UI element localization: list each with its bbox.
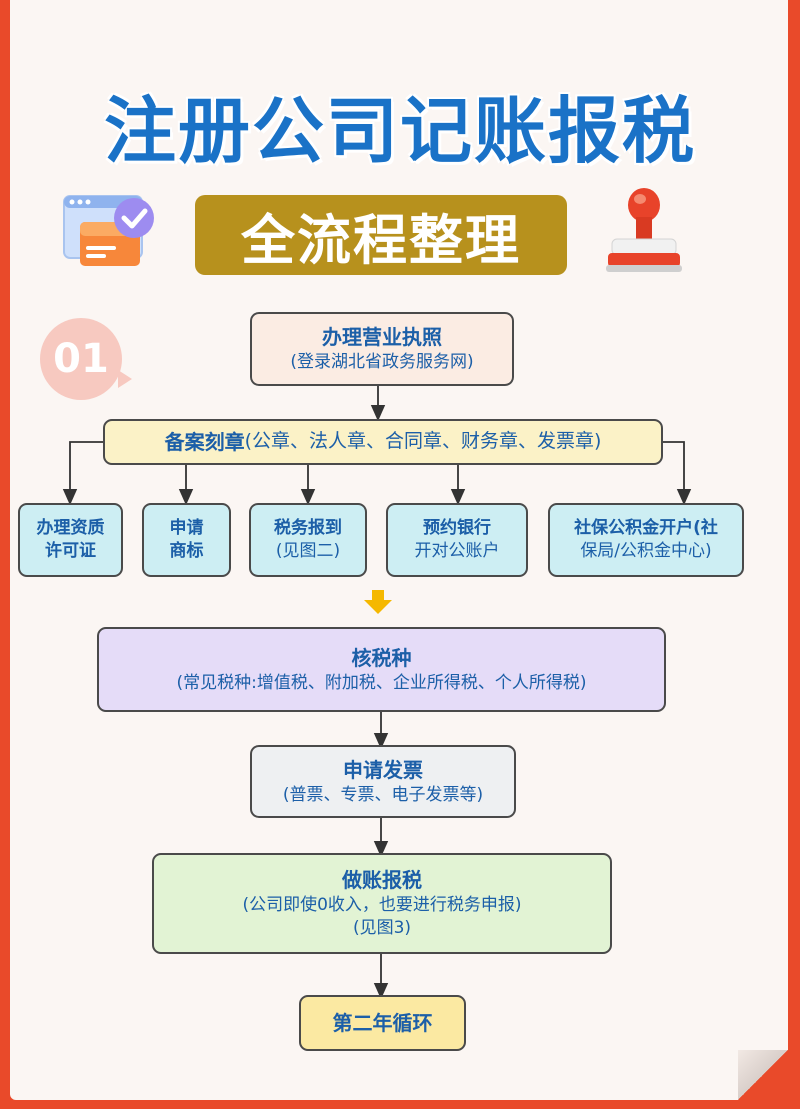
yellow-down-arrow [364,590,392,614]
branch-5-line2: 保局/公积金中心) [580,541,712,561]
branch-tax-registration: 税务报到 (见图二) [249,503,367,577]
branch-4-line1: 预约银行 [423,518,491,539]
branch-4-line2: 开对公账户 [414,541,500,561]
arrow-to-branch-5 [663,441,692,506]
step-business-license: 办理营业执照 (登录湖北省政务服务网) [250,312,514,386]
branch-social-security: 社保公积金开户(社 保局/公积金中心) [548,503,744,577]
bookkeeping-title: 做账报税 [342,868,422,893]
business-license-title: 办理营业执照 [322,325,442,350]
step-annual-cycle: 第二年循环 [299,995,466,1051]
seal-title: 备案刻章 [164,429,245,454]
branch-1-line2: 许可证 [45,541,96,561]
page-title: 注册公司记账报税 [103,89,696,173]
tax-type-title: 核税种 [351,645,412,670]
business-license-sub: (登录湖北省政务服务网) [290,352,474,373]
branch-1-line1: 办理资质 [36,518,105,539]
subtitle-text: 全流程整理 [241,208,521,272]
cycle-title: 第二年循环 [332,1010,433,1035]
page-fold-corner [738,1050,788,1100]
branch-bank-account: 预约银行 开对公账户 [386,503,528,577]
step-seal-registration: 备案刻章 (公章、法人章、合同章、财务章、发票章) [103,419,663,465]
branch-3-line1: 税务报到 [274,518,342,539]
branch-5-line1: 社保公积金开户(社 [574,518,718,539]
seal-sub: (公章、法人章、合同章、财务章、发票章) [244,430,602,453]
bookkeeping-sub2: (见图3) [352,918,412,938]
stamp-icon [602,185,687,279]
tax-type-sub: (常见税种:增值税、附加税、企业所得税、个人所得税) [176,672,587,693]
arrow-to-branch-1 [62,441,103,506]
step-number: 01 [53,336,109,382]
branch-2-line1: 申请 [169,518,204,539]
bookkeeping-sub1: (公司即使0收入，也要进行税务申报) [242,895,522,916]
branch-2-line2: 商标 [169,541,204,561]
document-check-icon [62,192,162,281]
step-apply-invoice: 申请发票 (普票、专票、电子发票等) [250,745,516,818]
branch-3-line2: (见图二) [275,541,341,561]
branch-qualification-license: 办理资质 许可证 [18,503,123,577]
subtitle-banner: 全流程整理 [195,195,567,275]
invoice-sub: (普票、专票、电子发票等) [282,784,484,805]
step-bookkeeping: 做账报税 (公司即使0收入，也要进行税务申报) (见图3) [152,853,612,954]
step-tax-type: 核税种 (常见税种:增值税、附加税、企业所得税、个人所得税) [97,627,666,712]
invoice-title: 申请发票 [343,757,423,782]
step-number-badge: 01 [40,318,132,400]
branch-trademark: 申请 商标 [142,503,231,577]
